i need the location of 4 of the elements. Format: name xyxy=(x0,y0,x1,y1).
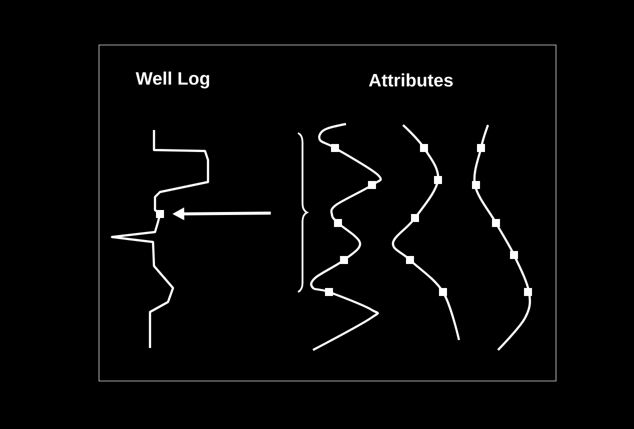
curly-brace xyxy=(298,132,308,293)
heading: Well Log xyxy=(136,72,210,88)
heading: Attributes xyxy=(368,73,453,87)
marker-square xyxy=(156,210,164,218)
